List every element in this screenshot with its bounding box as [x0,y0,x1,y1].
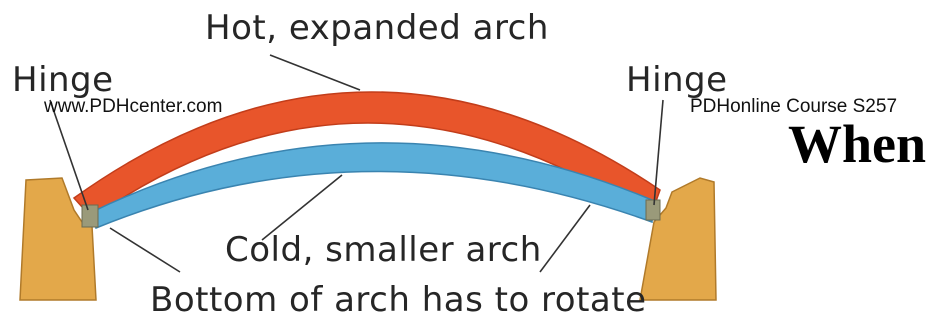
bottom-rotate-label: Bottom of arch has to rotate [150,280,647,320]
watermark-left: www.PDHcenter.com [44,96,222,118]
hinge-left [82,205,98,227]
cold-arch-label: Cold, smaller arch [225,230,542,270]
leader-hot-arch [270,55,360,90]
leader-bottom-right [540,205,590,272]
hinge-left-label: Hinge [12,60,114,100]
heading-fragment: When [788,113,926,175]
hinge-right-label: Hinge [626,60,728,100]
hot-arch-label: Hot, expanded arch [205,8,549,48]
hinge-right [646,200,660,220]
leader-bottom-left [110,228,180,272]
